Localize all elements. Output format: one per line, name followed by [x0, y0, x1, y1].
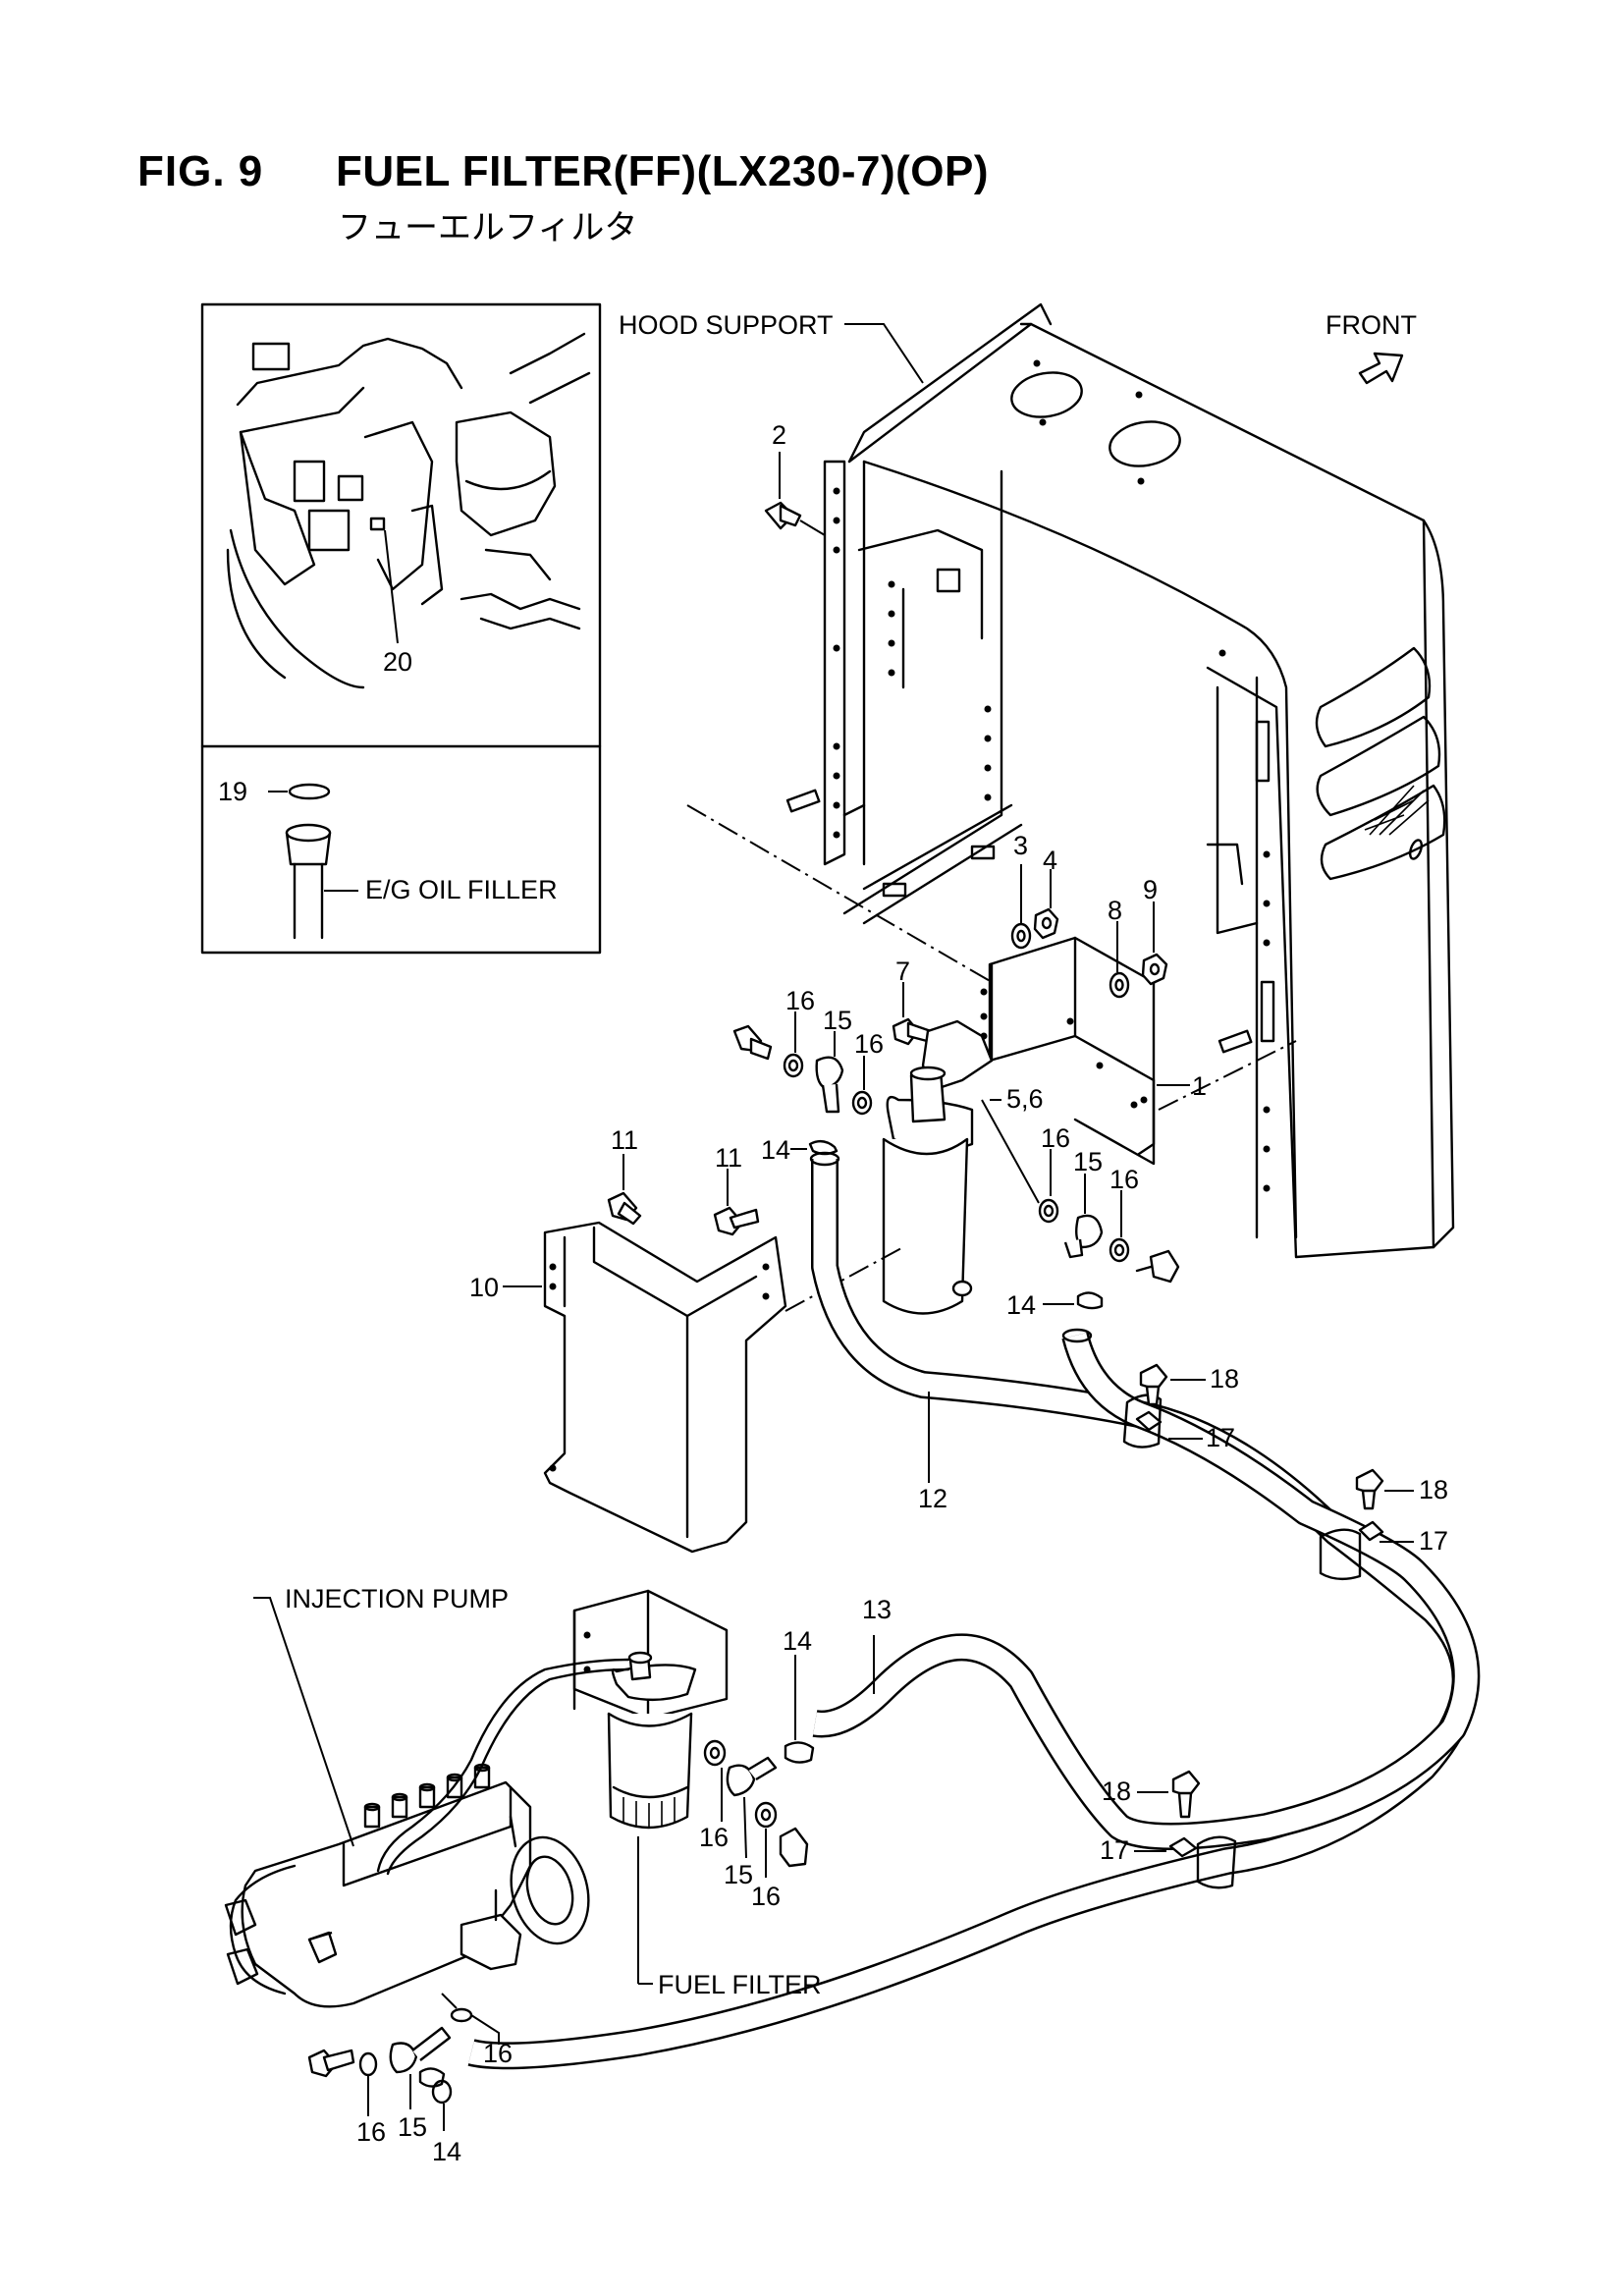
callout-11a: 11 — [611, 1125, 638, 1155]
callout-14c: 14 — [783, 1626, 812, 1656]
front-label: FRONT — [1325, 310, 1417, 340]
bolt-11-right — [713, 1169, 760, 1236]
callout-17b: 17 — [1419, 1526, 1448, 1556]
fitting-upper-right — [981, 1099, 1180, 1310]
callout-1: 1 — [1192, 1071, 1207, 1101]
callout-16g: 16 — [483, 2039, 513, 2068]
washer-3 — [1010, 864, 1032, 950]
bolt-18-bottom — [1137, 1770, 1201, 1819]
callout-4: 4 — [1043, 846, 1057, 875]
callout-16a: 16 — [785, 986, 815, 1015]
callout-10: 10 — [469, 1273, 499, 1302]
callout-18a: 18 — [1210, 1364, 1239, 1394]
callout-14b: 14 — [1006, 1290, 1036, 1320]
callout-3: 3 — [1013, 831, 1028, 860]
clamp-17-bottom — [1134, 1835, 1237, 1889]
fitting-upper-left — [732, 1011, 873, 1156]
callout-15c: 15 — [724, 1860, 753, 1889]
figure-number: FIG. 9 — [137, 147, 264, 195]
callout-16b: 16 — [854, 1029, 884, 1059]
callout-14a: 14 — [761, 1135, 790, 1165]
callout-15b: 15 — [1073, 1147, 1103, 1176]
engine-bay-sketch — [226, 332, 591, 689]
callout-15a: 15 — [823, 1006, 852, 1035]
bolt-11-left — [607, 1154, 642, 1226]
cover-10 — [503, 1221, 787, 1554]
hood-support-label: HOOD SUPPORT — [619, 310, 834, 340]
callout-19: 19 — [218, 777, 247, 806]
injection-pump — [224, 1658, 630, 2131]
callout-16d: 16 — [1109, 1165, 1139, 1194]
callout-20: 20 — [383, 647, 412, 677]
callout-16h: 16 — [356, 2117, 386, 2147]
inset-panel: 20 19 E/G OIL FILLER — [200, 302, 602, 955]
bolt-7 — [892, 982, 933, 1046]
callout-17a: 17 — [1206, 1423, 1235, 1452]
callout-9: 9 — [1143, 875, 1158, 904]
injection-pump-label: INJECTION PUMP — [285, 1584, 509, 1613]
callout-18c: 18 — [1102, 1777, 1131, 1806]
fuel-filter-upper — [882, 1019, 1001, 1315]
callout-12: 12 — [918, 1484, 947, 1513]
oil-filler-sketch — [268, 783, 358, 940]
callout-8: 8 — [1108, 896, 1122, 925]
fuel-filter-label: FUEL FILTER — [658, 1970, 822, 1999]
bolt-2 — [764, 452, 826, 536]
eg-oil-filler-label: E/G OIL FILLER — [365, 875, 558, 904]
nut-4 — [1033, 869, 1059, 940]
washer-8 — [1109, 921, 1130, 999]
callout-17c: 17 — [1100, 1835, 1129, 1865]
figure-subtitle: フューエルフィルタ — [338, 208, 638, 247]
callout-14d: 14 — [432, 2137, 461, 2166]
callout-16f: 16 — [751, 1882, 781, 1911]
clamp-17-right — [1319, 1520, 1414, 1581]
hose-13 — [812, 1328, 1481, 1850]
clamp-17-top — [1122, 1394, 1203, 1449]
hood-support — [785, 302, 1455, 1259]
bolt-18-top — [1139, 1363, 1206, 1406]
front-arrow-icon — [1358, 352, 1404, 385]
callout-18b: 18 — [1419, 1475, 1448, 1504]
nut-9 — [1141, 902, 1168, 986]
callout-2: 2 — [772, 420, 786, 450]
callout-7: 7 — [895, 957, 910, 986]
callout-16c: 16 — [1041, 1123, 1070, 1153]
callout-5-6: 5,6 — [1006, 1084, 1044, 1114]
callout-15d: 15 — [398, 2112, 427, 2142]
bolt-18-right — [1355, 1468, 1414, 1510]
callout-13: 13 — [862, 1595, 892, 1624]
figure-title: FUEL FILTER(FF)(LX230-7)(OP) — [336, 147, 990, 195]
callout-16e: 16 — [699, 1823, 729, 1852]
callout-11b: 11 — [715, 1143, 742, 1173]
fuel-filter-lower — [572, 1589, 815, 1985]
